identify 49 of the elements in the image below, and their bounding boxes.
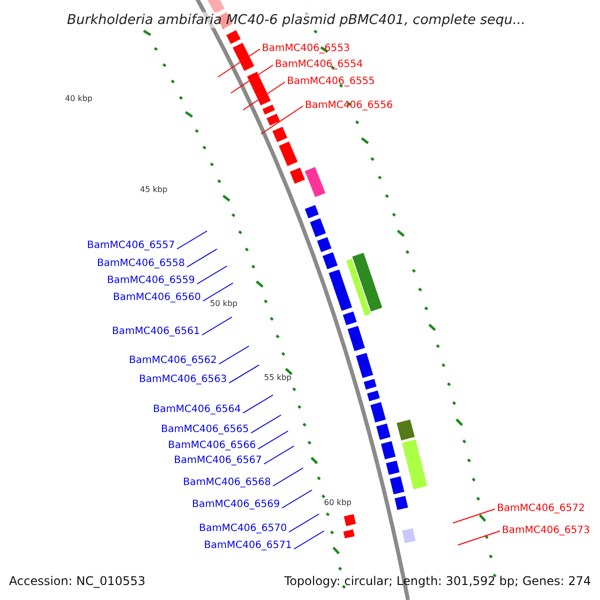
gene-label: BamMC406_6555 bbox=[287, 76, 375, 88]
gene-label: BamMC406_6567 bbox=[174, 455, 262, 467]
gene-label: BamMC406_6557 bbox=[87, 240, 175, 252]
leader-line bbox=[288, 514, 320, 532]
leader-line bbox=[202, 282, 234, 302]
leader-line bbox=[282, 490, 312, 508]
leader-line bbox=[260, 106, 304, 134]
leader-line bbox=[202, 316, 232, 336]
tick-label: 55 kbp bbox=[264, 372, 292, 383]
gene-label: BamMC406_6560 bbox=[113, 292, 201, 304]
leader-line bbox=[230, 64, 274, 94]
leader-line bbox=[186, 248, 218, 268]
gene-label: BamMC406_6569 bbox=[192, 499, 280, 511]
gene-label: BamMC406_6564 bbox=[153, 404, 241, 416]
gene-label: BamMC406_6559 bbox=[107, 275, 195, 287]
tick-label: 50 kbp bbox=[210, 298, 238, 309]
gene-label: BamMC406_6556 bbox=[305, 100, 393, 112]
leader-line bbox=[264, 446, 294, 464]
leader-line bbox=[228, 364, 260, 384]
gene-label: BamMC406_6568 bbox=[183, 477, 271, 489]
leader-line bbox=[242, 394, 274, 414]
leader-line bbox=[258, 430, 288, 450]
tick-label: 40 kbp bbox=[65, 93, 93, 104]
gene-label: BamMC406_6558 bbox=[97, 258, 185, 270]
gene-label: BamMC406_6565 bbox=[161, 424, 249, 436]
gene-label: BamMC406_6561 bbox=[112, 326, 200, 338]
gene-label: BamMC406_6571 bbox=[204, 540, 292, 552]
leader-line bbox=[272, 468, 304, 486]
leader-line bbox=[294, 530, 324, 550]
gene-label: BamMC406_6566 bbox=[168, 440, 256, 452]
title: Burkholderia ambifaria MC40-6 plasmid pBMC401, complete sequ... bbox=[67, 12, 526, 28]
gene-label: BamMC406_6570 bbox=[199, 523, 287, 535]
accession-text: Accession: NC_010553 bbox=[9, 574, 146, 589]
leader-line bbox=[196, 266, 228, 284]
leader-line bbox=[452, 508, 496, 524]
tick-label: 45 kbp bbox=[140, 184, 168, 195]
leader-line bbox=[458, 530, 500, 546]
summary-text: Topology: circular; Length: 301,592 bp; Genes: 274 bbox=[284, 574, 591, 589]
leader-line bbox=[242, 82, 286, 110]
leader-line bbox=[218, 48, 260, 78]
leader-line bbox=[218, 346, 250, 364]
tick-label: 60 kbp bbox=[324, 497, 352, 508]
gene-label: BamMC406_6562 bbox=[129, 355, 217, 367]
gene-label: BamMC406_6563 bbox=[139, 374, 227, 386]
leader-line bbox=[176, 230, 208, 250]
gene-label: BamMC406_6554 bbox=[275, 59, 363, 71]
gene-label: BamMC406_6573 bbox=[502, 525, 590, 537]
gene-label: BamMC406_6572 bbox=[497, 503, 585, 515]
leader-line bbox=[250, 414, 282, 434]
